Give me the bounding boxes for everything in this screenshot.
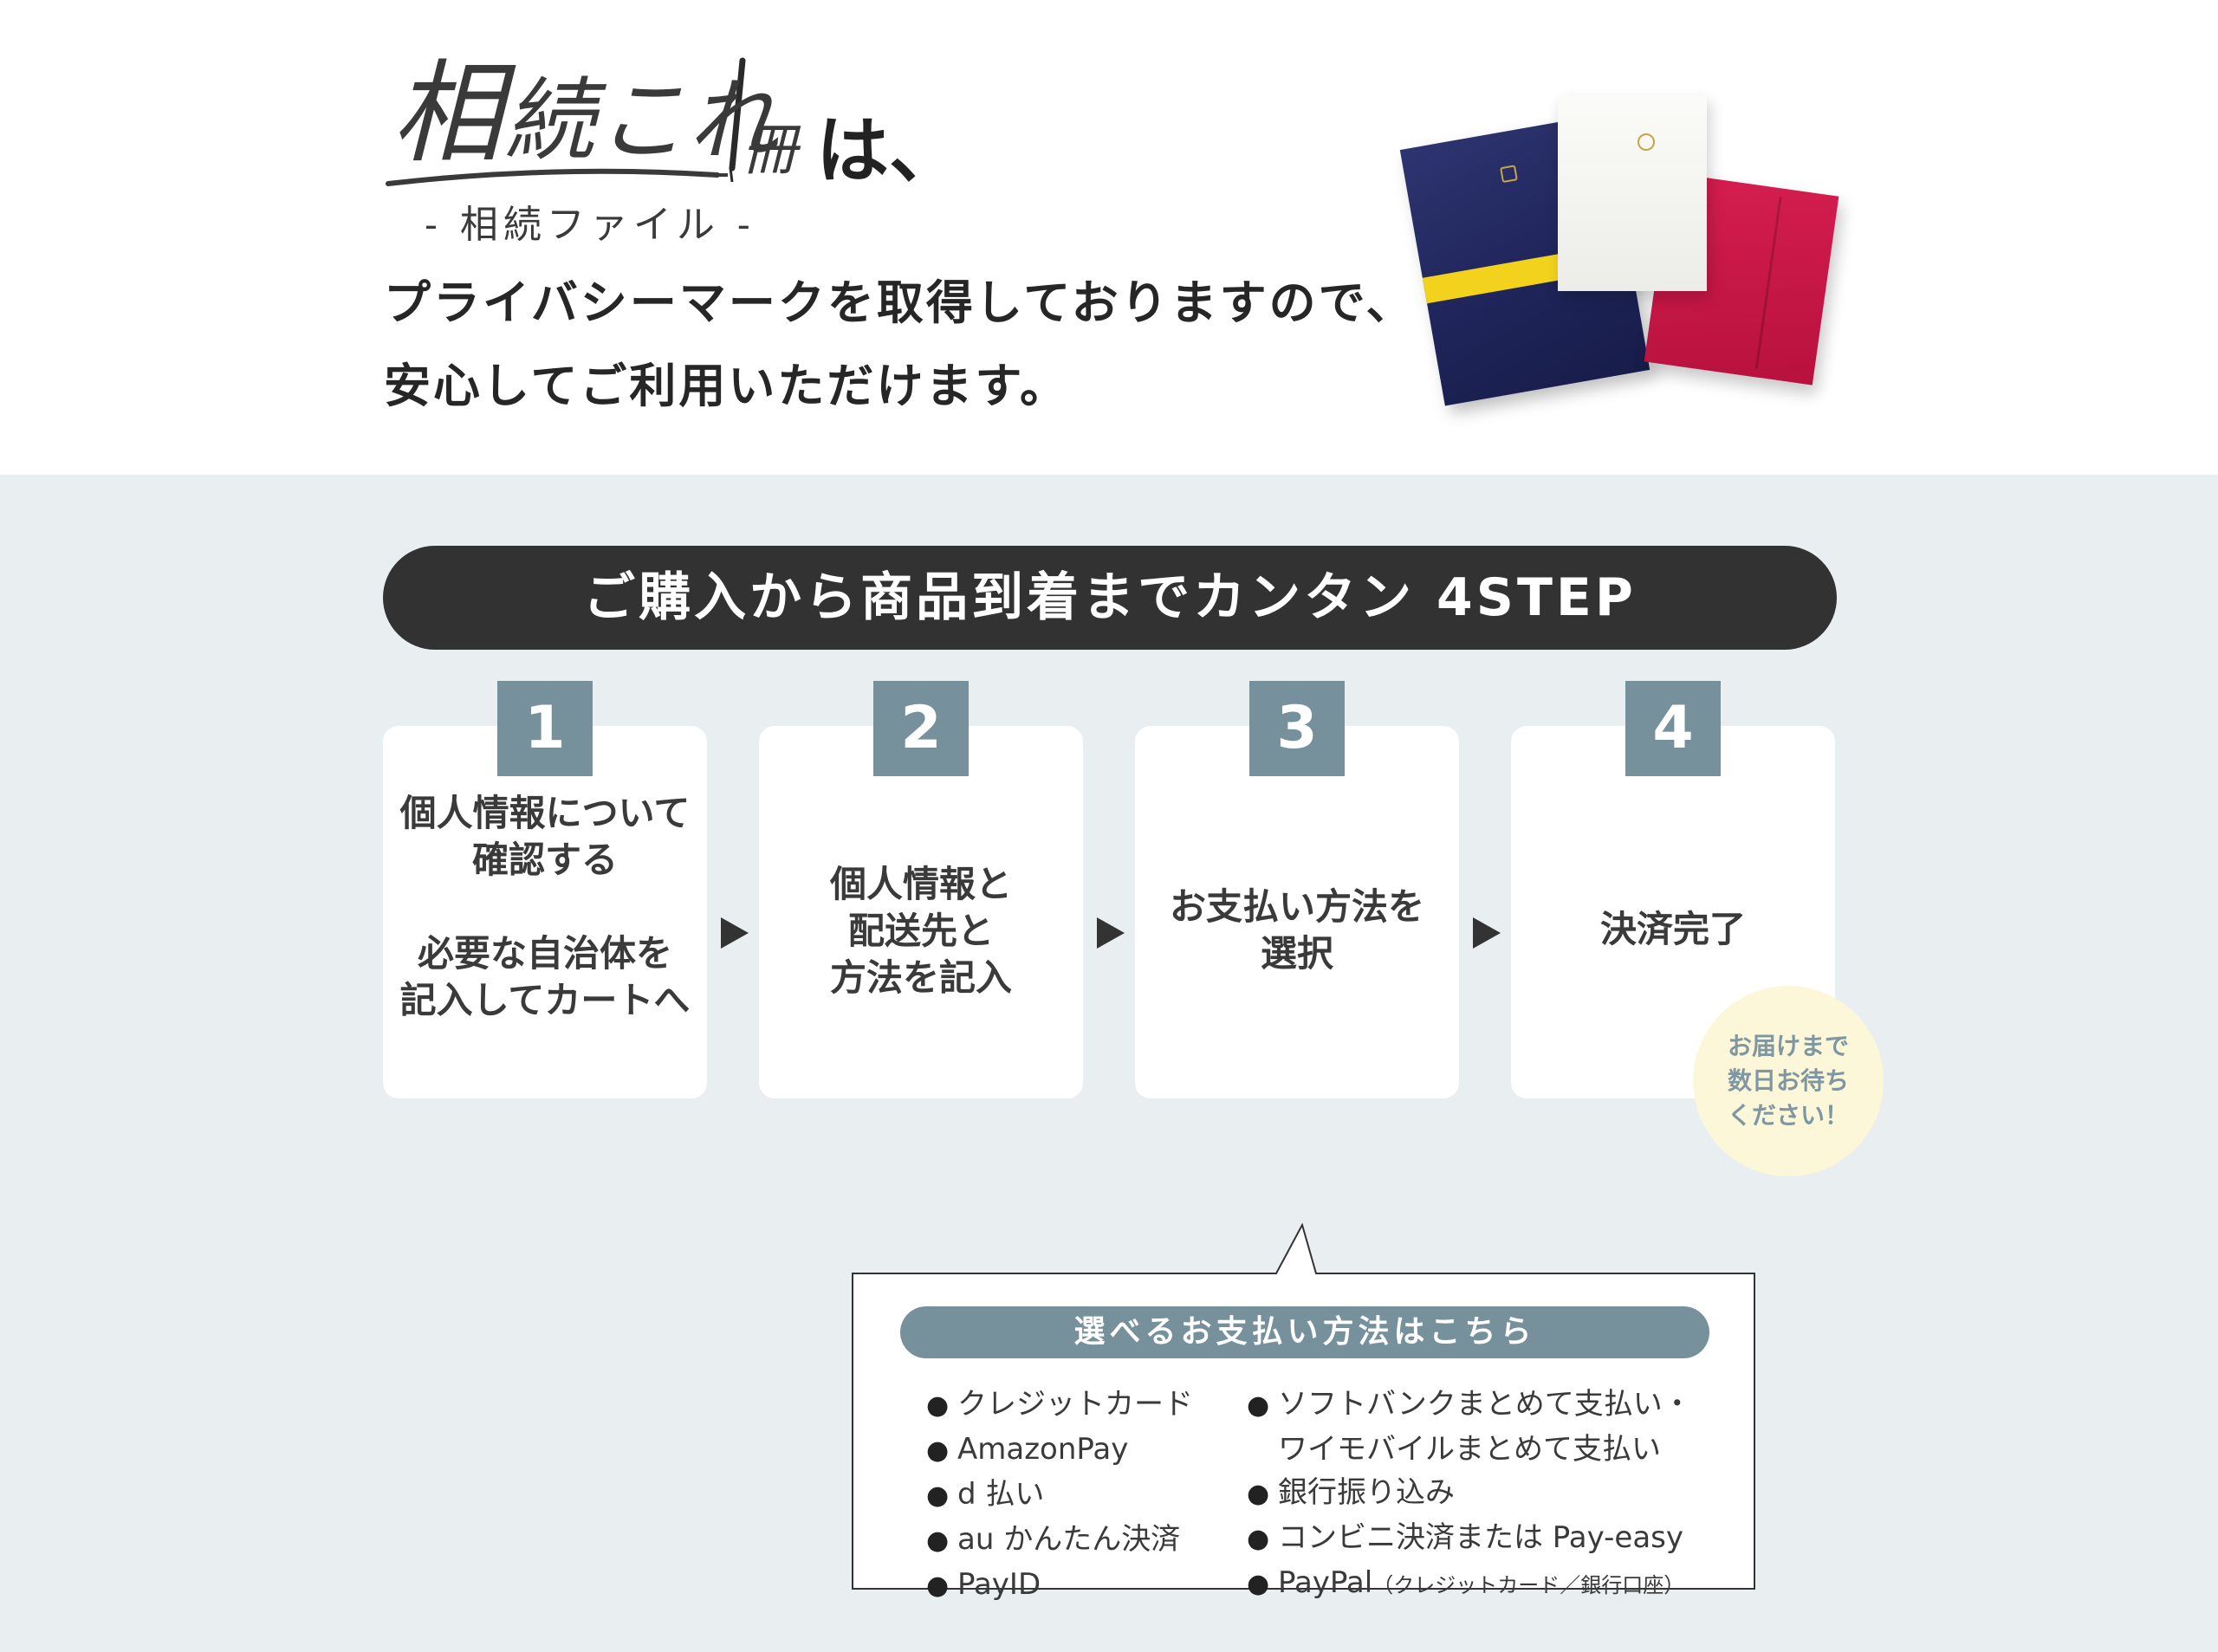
bullet-icon: ●: [926, 1526, 950, 1556]
privacy-message-line1: プライバシーマークを取得しておりますので、: [384, 275, 1416, 330]
payment-option: ●クレジットカード: [926, 1383, 1193, 1428]
pen-stroke-icon: [386, 57, 746, 186]
bullet-icon: ●: [926, 1571, 950, 1601]
arrow-right-icon: [1097, 917, 1125, 949]
step-number-1: 1: [497, 681, 593, 776]
payment-list-right: ●ソフトバンクまとめて支払い・ ワイモバイルまとめて支払い ●銀行振り込み ●コ…: [1247, 1383, 1692, 1607]
payment-option: ●au かんたん決済: [926, 1518, 1193, 1563]
folder-crease: [1754, 197, 1782, 369]
step-card-4: 決済完了: [1511, 726, 1835, 1098]
payment-option-continued: ワイモバイルまとめて支払い: [1278, 1432, 1661, 1467]
bullet-icon: ●: [1247, 1569, 1270, 1599]
bullet-icon: ●: [1247, 1479, 1270, 1509]
bullet-icon: ●: [926, 1435, 950, 1466]
step-number-2: 2: [873, 681, 969, 776]
bullet-icon: ●: [926, 1390, 950, 1421]
bullet-icon: ●: [1247, 1524, 1270, 1554]
step-card-1: 個人情報について 確認する 必要な自治体を 記入してカートへ: [383, 726, 707, 1098]
step-card-3: お支払い方法を 選択: [1135, 726, 1459, 1098]
payment-option: ●d 払い: [926, 1473, 1193, 1518]
logo-wordmark: 相続これ: [392, 49, 781, 178]
payment-option: ●PayPal（クレジットカード／銀行口座）: [1247, 1561, 1692, 1607]
privacy-message-line2: 安心してご利用いただけます。: [384, 359, 1069, 413]
steps-section: ご購入から商品到着までカンタン 4STEP 個人情報について 確認する 必要な自…: [0, 475, 2218, 1652]
step-text: お支払い方法を 選択: [1169, 885, 1424, 975]
arrow-right-icon: [721, 917, 749, 949]
payment-methods-title: 選べるお支払い方法はこちら: [900, 1306, 1709, 1358]
hero-section: 相続これ 冊 は、 - 相続ファイル - プライバシーマークを取得しておりますの…: [0, 0, 2218, 475]
payment-option: ●ソフトバンクまとめて支払い・: [1247, 1383, 1692, 1428]
payment-methods-box: 選べるお支払い方法はこちら ●クレジットカード ●AmazonPay ●d 払い…: [852, 1223, 1756, 1602]
brand-logo: 相続これ 冊 は、 - 相続ファイル -: [381, 49, 962, 262]
payment-option: ●銀行振り込み: [1247, 1471, 1692, 1516]
white-folder: [1558, 95, 1707, 291]
payment-option: ●AmazonPay: [926, 1428, 1193, 1473]
step-text: 個人情報と 配送先と 方法を記入: [829, 863, 1012, 999]
arrow-right-icon: [1473, 917, 1501, 949]
payment-list-left: ●クレジットカード ●AmazonPay ●d 払い ●au かんたん決済 ●P…: [926, 1383, 1193, 1608]
bullet-icon: ●: [1247, 1390, 1270, 1421]
delivery-note-bubble: お届けまで 数日お待ち ください！: [1693, 986, 1884, 1176]
logo-satsu: 冊: [742, 119, 797, 183]
payment-option: ●コンビニ決済または Pay-easy: [1247, 1516, 1692, 1561]
step-number-3: 3: [1249, 681, 1345, 776]
step-text: 決済完了: [1599, 908, 1746, 950]
bullet-icon: ●: [926, 1480, 950, 1511]
delivery-note-text: お届けまで 数日お待ち ください！: [1727, 1032, 1849, 1130]
product-folders-image: [1399, 87, 1845, 406]
privacy-message: プライバシーマークを取得しておりますので、 安心してご利用いただけます。: [384, 262, 1416, 428]
payment-option: ●PayID: [926, 1563, 1193, 1608]
logo-subtitle: - 相続ファイル -: [425, 203, 756, 247]
paypal-note: （クレジットカード／銀行口座）: [1372, 1573, 1685, 1597]
logo-suffix: は、: [816, 108, 963, 193]
step-card-2: 個人情報と 配送先と 方法を記入: [759, 726, 1083, 1098]
step-text: 個人情報について 確認する 必要な自治体を 記入してカートへ: [399, 792, 691, 1021]
gold-seal-icon: [1500, 165, 1518, 184]
steps-banner: ご購入から商品到着までカンタン 4STEP: [383, 546, 1837, 650]
step-number-4: 4: [1625, 681, 1721, 776]
gold-seal-icon: [1638, 133, 1655, 151]
